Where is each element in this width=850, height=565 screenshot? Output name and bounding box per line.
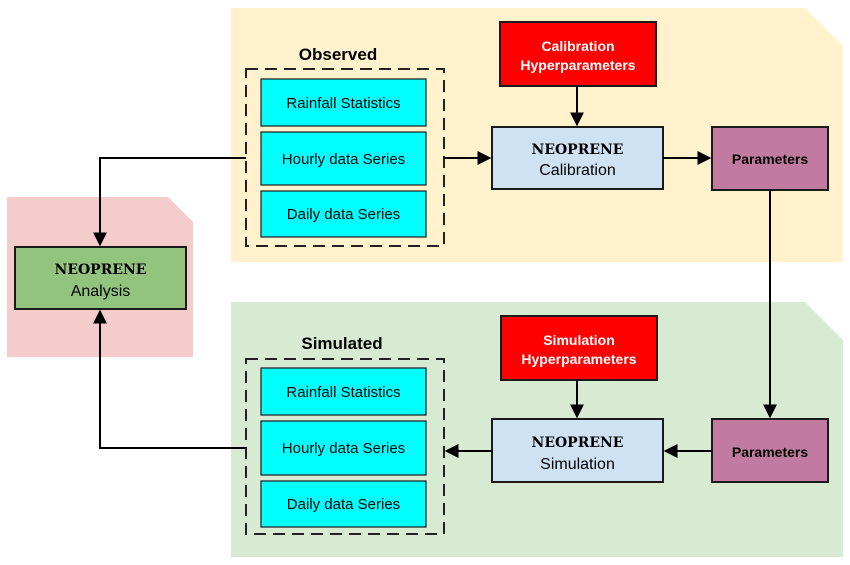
observed-daily-data-series: Daily data Series <box>260 190 427 238</box>
parameters-bottom-box: Parameters <box>711 418 829 483</box>
simulated-daily-data-series: Daily data Series <box>260 480 427 528</box>
observed-daily-data-series-label: Daily data Series <box>287 206 400 223</box>
neoprene-calibration-box: NEOPRENE Calibration <box>491 126 664 190</box>
simulation-brand: NEOPRENE <box>532 435 624 451</box>
simulated-hourly-data-series-label: Hourly data Series <box>282 440 405 457</box>
observed-hourly-data-series-label: Hourly data Series <box>282 151 405 168</box>
calibration-hyperparameters-line2: Hyperparameters <box>520 57 635 73</box>
simulated-daily-data-series-label: Daily data Series <box>287 496 400 513</box>
analysis-brand: NEOPRENE <box>55 262 147 278</box>
simulation-label: Simulation <box>540 456 615 473</box>
simulated-title: Simulated <box>301 334 382 353</box>
neoprene-simulation-box: NEOPRENE Simulation <box>491 418 664 483</box>
parameters-bottom-label: Parameters <box>732 444 808 460</box>
simulation-hyperparameters-box: Simulation Hyperparameters <box>500 315 658 381</box>
simulated-hourly-data-series: Hourly data Series <box>260 420 427 476</box>
parameters-top-label: Parameters <box>732 151 808 167</box>
parameters-top-box: Parameters <box>711 126 829 191</box>
simulated-rainfall-statistics-label: Rainfall Statistics <box>286 384 400 401</box>
observed-hourly-data-series: Hourly data Series <box>260 131 427 186</box>
observed-title: Observed <box>299 45 377 64</box>
calibration-hyperparameters-line1: Calibration <box>541 38 614 54</box>
simulated-rainfall-statistics: Rainfall Statistics <box>260 367 427 416</box>
calibration-hyperparameters-box: Calibration Hyperparameters <box>499 21 657 87</box>
edge-simulated-to-analysis <box>93 309 246 449</box>
edge-observed-to-analysis <box>93 157 246 247</box>
observed-rainfall-statistics: Rainfall Statistics <box>260 78 427 127</box>
observed-rainfall-statistics-label: Rainfall Statistics <box>286 95 400 112</box>
analysis-label: Analysis <box>71 283 131 300</box>
neoprene-analysis-box: NEOPRENE Analysis <box>14 246 187 310</box>
calibration-brand: NEOPRENE <box>532 142 624 158</box>
simulated-group-border <box>245 358 445 535</box>
simulation-hyperparameters-line1: Simulation <box>543 332 615 348</box>
simulation-hyperparameters-line2: Hyperparameters <box>521 351 636 367</box>
calibration-label: Calibration <box>539 162 615 179</box>
